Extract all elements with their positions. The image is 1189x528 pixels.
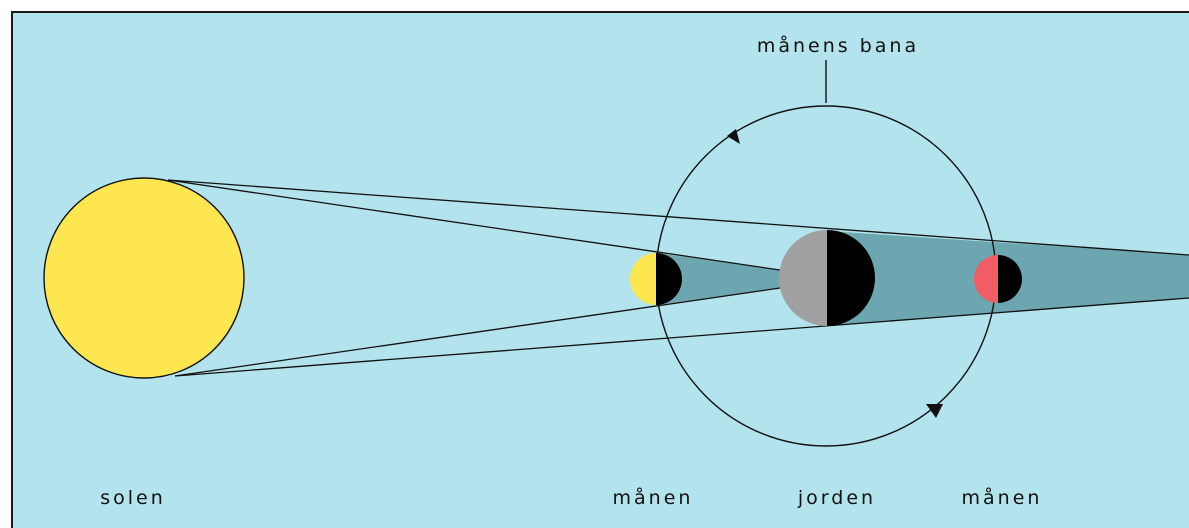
sun-label: solen (100, 487, 166, 509)
sun-top-tangent-to-earth (167, 179, 1189, 256)
sun-disc (43, 177, 245, 379)
orbit-arrow-top-icon (727, 129, 740, 144)
orbit-arrow-bottom-icon (926, 404, 943, 418)
sun-top-tangent-to-moon (167, 179, 781, 271)
sun-bottom-tangent-to-earth (174, 297, 1189, 377)
earth-disc (779, 230, 875, 326)
moon-left-disc (630, 253, 682, 305)
frame-border (11, 11, 1189, 528)
tangent-lines (167, 179, 1189, 377)
moon-left-label: månen (613, 486, 694, 509)
earth-label: jorden (797, 487, 876, 509)
moon-right-label: månen (962, 486, 1043, 509)
orbit-label: månens bana (757, 34, 919, 57)
moon-right-disc (974, 255, 1022, 303)
sun-bottom-tangent-to-moon (174, 287, 781, 377)
